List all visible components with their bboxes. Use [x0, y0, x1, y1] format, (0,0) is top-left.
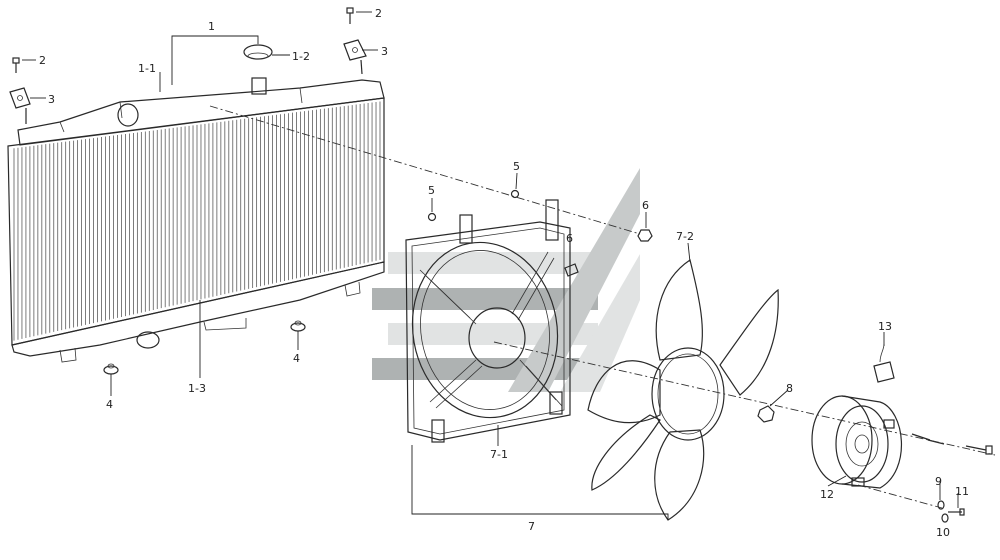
bracket-3-left — [9, 87, 31, 124]
radiator-cap — [243, 44, 273, 60]
leader-lines — [22, 11, 959, 520]
label-1: 1 — [208, 20, 215, 33]
label-1-2: 1-2 — [292, 50, 310, 63]
fan-motor — [811, 395, 902, 489]
motor-screws — [911, 433, 993, 455]
label-7-2: 7-2 — [676, 230, 694, 243]
label-5-a: 5 — [428, 184, 435, 197]
label-4-right: 4 — [293, 352, 300, 365]
bolt-2-right — [346, 7, 354, 24]
rubber-mount-4-left — [103, 363, 119, 375]
label-7-1: 7-1 — [490, 448, 508, 461]
washer-10 — [941, 513, 949, 523]
bracket-3-right — [343, 39, 367, 75]
label-8: 8 — [786, 382, 793, 395]
label-10: 10 — [936, 526, 950, 539]
label-9: 9 — [935, 475, 942, 488]
label-11: 11 — [955, 485, 969, 498]
assembly-axis-lines — [209, 105, 996, 509]
bolt-5-a — [427, 212, 437, 222]
label-12: 12 — [820, 488, 834, 501]
label-1-1: 1-1 — [138, 62, 156, 75]
bolt-2-left — [12, 57, 20, 73]
screw-11 — [948, 508, 965, 516]
label-4-left: 4 — [106, 398, 113, 411]
label-7: 7 — [528, 520, 535, 533]
radiator-core-fins — [13, 101, 381, 341]
washer-9 — [937, 500, 945, 510]
nut-8 — [757, 405, 775, 423]
label-6-b: 6 — [566, 232, 573, 245]
label-3-left: 3 — [48, 93, 55, 106]
callout-labels: 1 1-1 1-2 1-3 2 2 3 3 4 4 5 5 6 6 7 7-1 … — [39, 7, 969, 539]
nut-6-a — [637, 229, 653, 242]
connector-13 — [873, 343, 895, 383]
label-5-b: 5 — [513, 160, 520, 173]
label-2-left: 2 — [39, 54, 46, 67]
label-1-3: 1-3 — [188, 382, 206, 395]
clip-6-b — [564, 263, 579, 277]
fan-blade — [587, 259, 779, 521]
label-2-right: 2 — [375, 7, 382, 20]
rubber-mount-4-right — [290, 320, 306, 332]
label-13: 13 — [878, 320, 892, 333]
label-6-a: 6 — [642, 199, 649, 212]
bolt-5-b — [510, 189, 520, 199]
fan-shroud — [405, 199, 571, 443]
label-3-right: 3 — [381, 45, 388, 58]
radiator-assembly — [7, 77, 385, 363]
